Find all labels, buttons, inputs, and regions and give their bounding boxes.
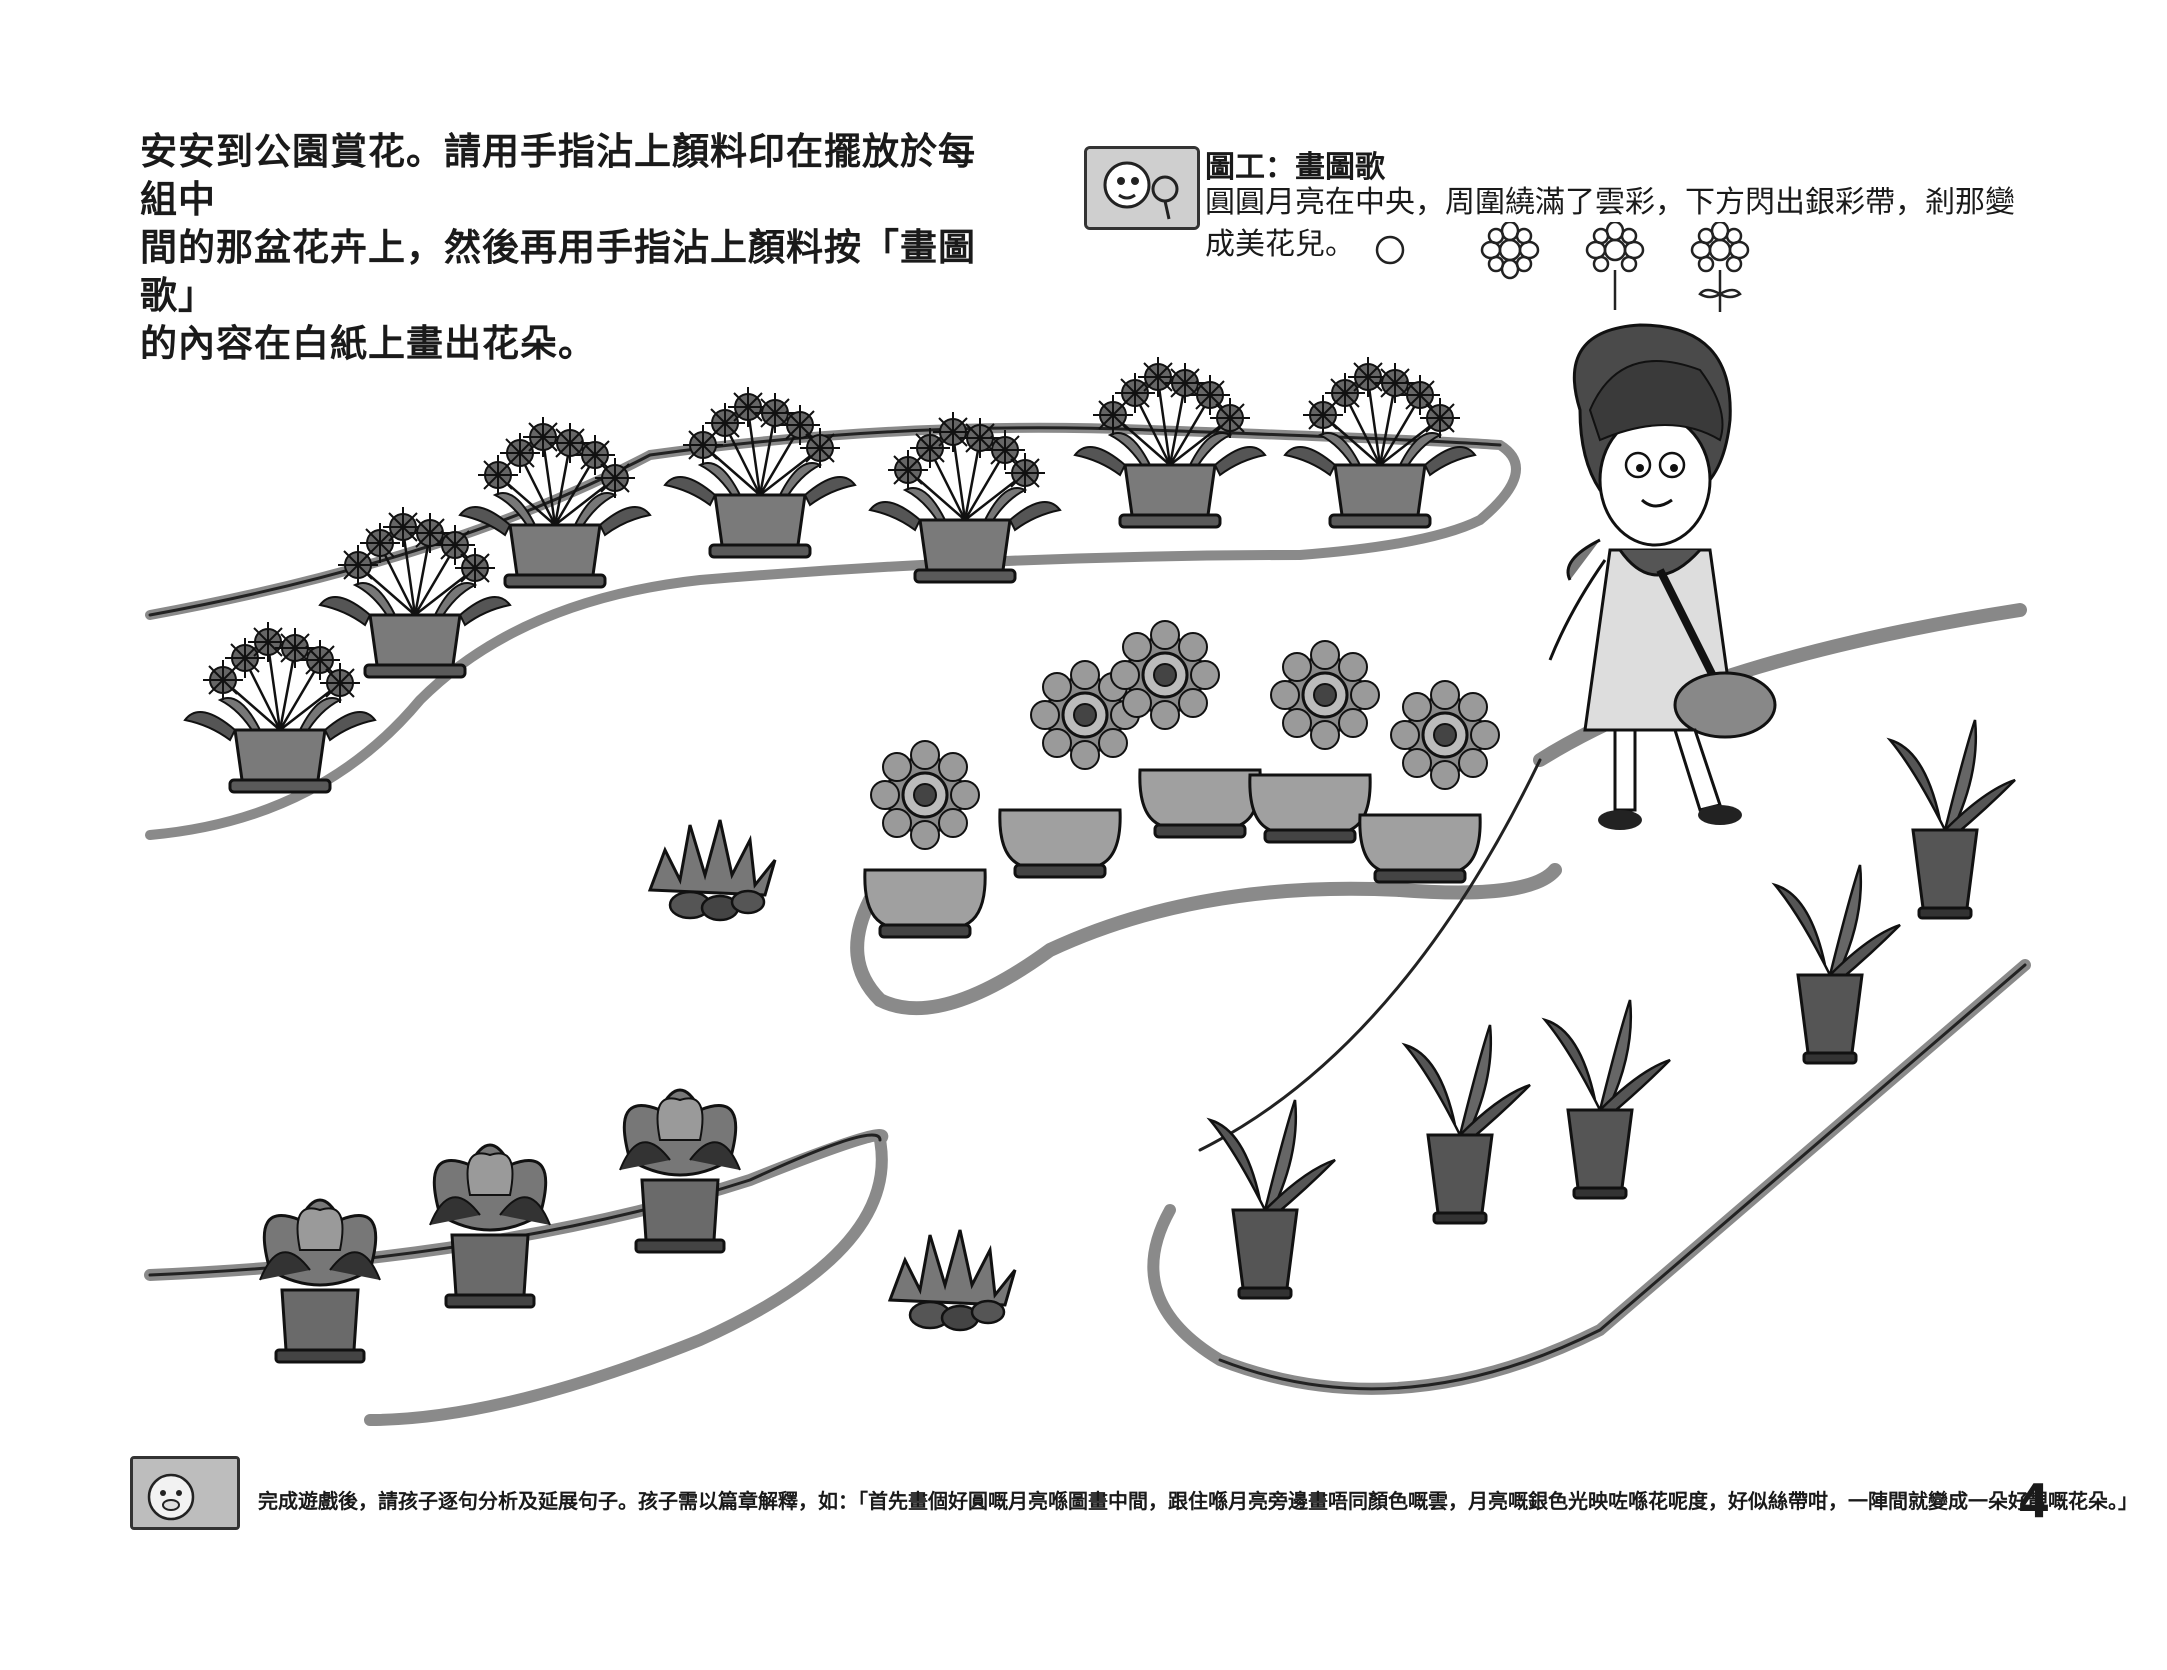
step-circle-icon [1375, 235, 1405, 265]
cartoon-face-icon [1084, 146, 1200, 230]
song-lyrics: 圓圓月亮在中央，周圍繞滿了雲彩，下方閃出銀彩帶，剎那變 成美花兒。 [1205, 182, 2035, 266]
instructions: 安安到公園賞花。請用手指沾上顏料印在擺放於每組中 間的那盆花卉上，然後再用手指沾… [140, 128, 980, 368]
instruction-line-1: 安安到公園賞花。請用手指沾上顏料印在擺放於每組中 [140, 130, 976, 221]
tulip-row [258, 1088, 742, 1364]
step-petals-icon [1480, 222, 1540, 280]
song-line-2: 成美花兒。 [1205, 227, 1355, 262]
song-title: 圖工：畫圖歌 [1205, 150, 1385, 185]
girl-walking [1548, 323, 1777, 830]
grass-clump [888, 1228, 1017, 1332]
grass-clump [648, 818, 777, 922]
garden-paths [144, 422, 2031, 1426]
step-stem-icon [1585, 222, 1645, 310]
cartoon-pig-icon [130, 1456, 240, 1530]
parent-guidance-note: 完成遊戲後，請孩子逐句分析及延展句子。孩子需以篇章解釋，如：「首先畫個好圓嘅月亮… [258, 1489, 2138, 1513]
drawing-steps-icons [1375, 222, 1750, 312]
page-number: 4 [2018, 1474, 2051, 1528]
instruction-line-3: 的內容在白紙上畫出花朵。 [140, 322, 596, 365]
step-leaves-icon [1690, 222, 1750, 312]
instruction-line-2: 間的那盆花卉上，然後再用手指沾上顏料按「畫圖歌」 [140, 226, 976, 317]
song-line-1: 圓圓月亮在中央，周圍繞滿了雲彩，下方閃出銀彩帶，剎那變 [1205, 185, 2015, 220]
